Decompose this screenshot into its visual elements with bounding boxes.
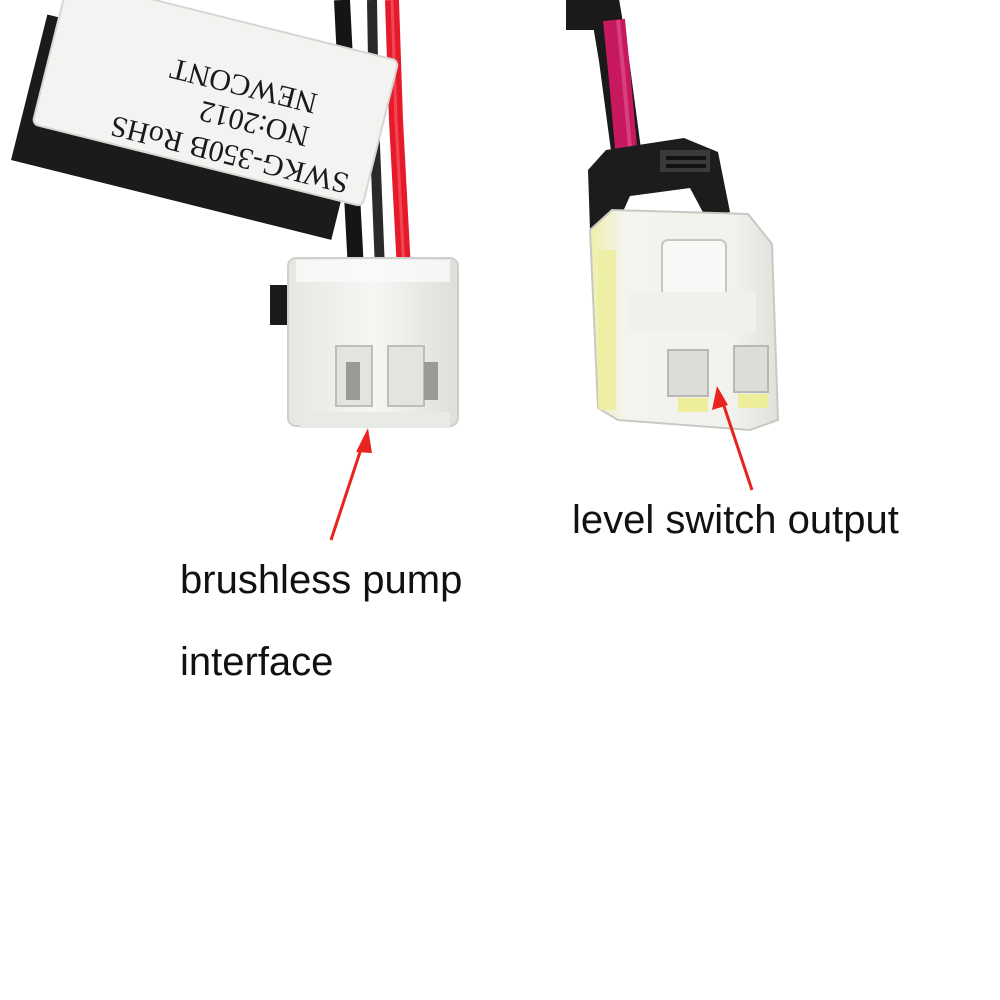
pump-connector <box>270 257 459 428</box>
arrow-pump <box>329 428 372 541</box>
level-switch-caption: level switch output <box>572 498 899 542</box>
magenta-wire <box>603 18 639 171</box>
pump-caption-line1: brushless pump <box>180 558 463 602</box>
pump-caption-line2: interface <box>180 640 334 684</box>
latch <box>588 138 730 236</box>
arrow-level <box>712 386 754 491</box>
pin-2 <box>424 362 438 400</box>
right-wire-bundle <box>566 0 641 171</box>
pin-1 <box>346 362 360 400</box>
label-tag <box>11 0 399 240</box>
level-connector <box>588 208 780 432</box>
